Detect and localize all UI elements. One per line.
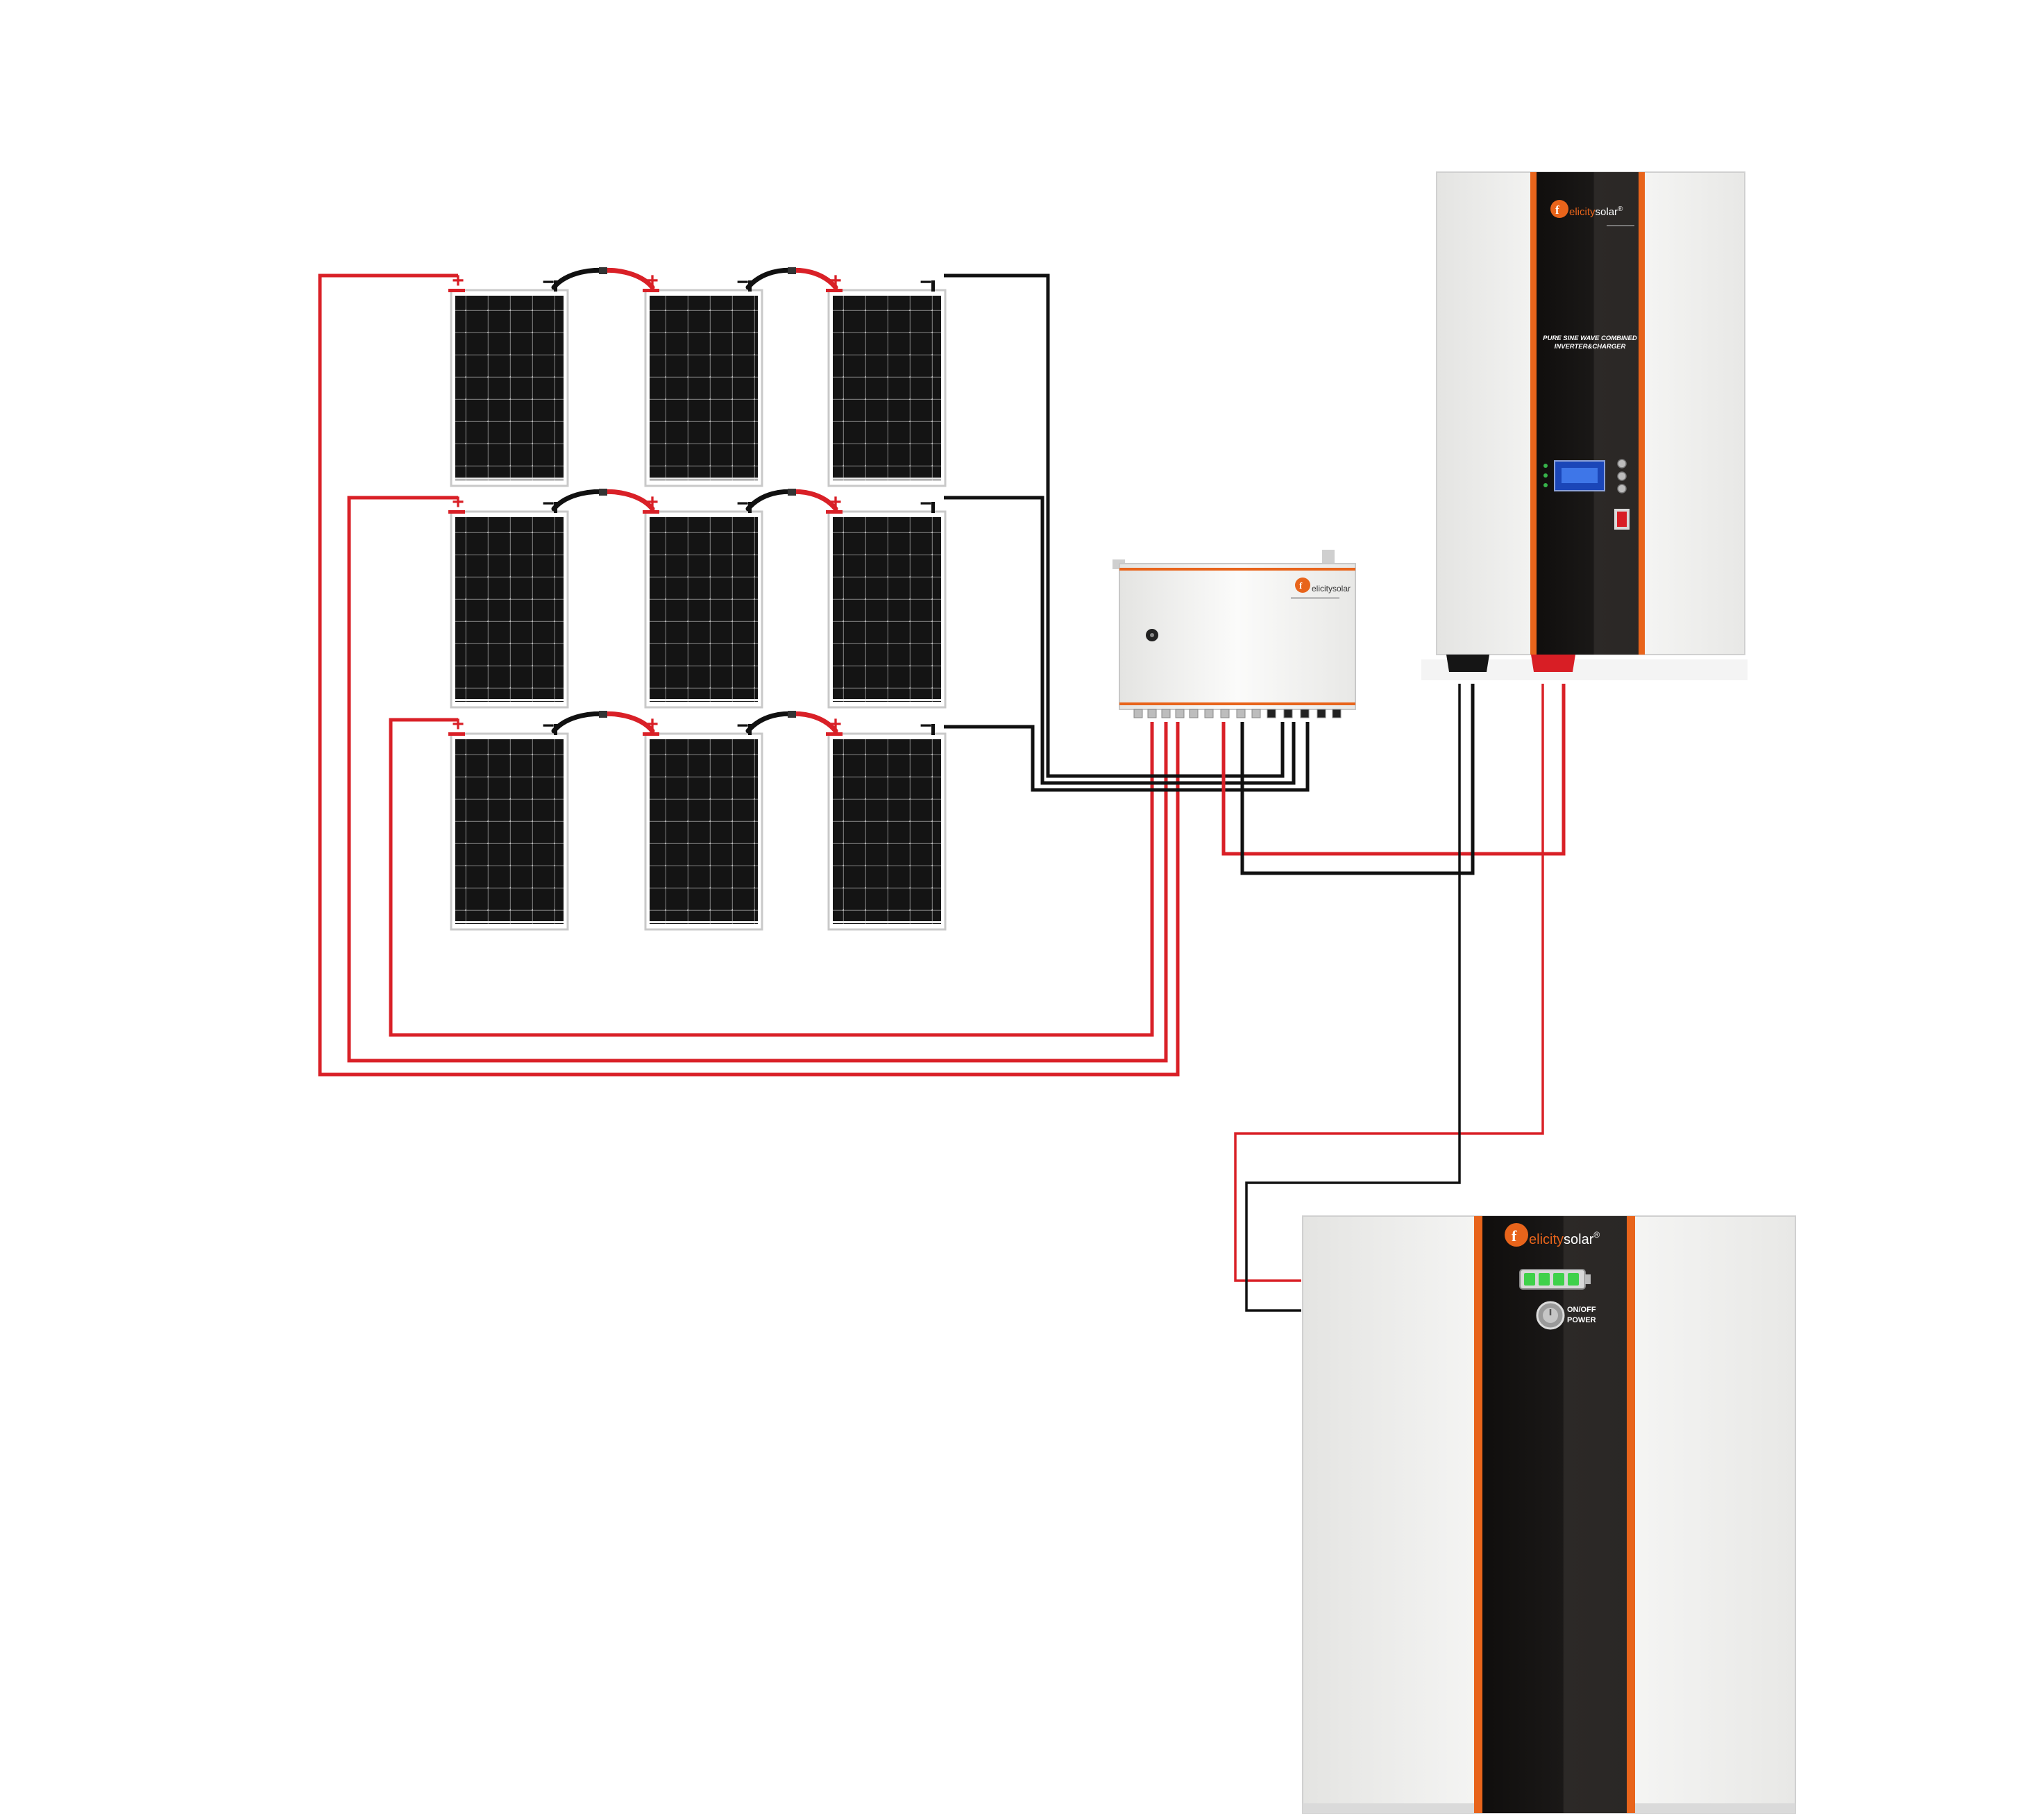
solar-panel-9: +− — [826, 713, 947, 931]
combiner-positive-output — [1221, 684, 1566, 856]
cable-gland-6 — [1204, 709, 1214, 718]
row1-positive-wire — [318, 273, 1180, 1077]
panel-1-jumper-negative — [551, 267, 606, 290]
panel-1-negative-terminal: − — [542, 271, 555, 294]
inverter-product-line-2: INVERTER&CHARGER — [1555, 343, 1626, 351]
cable-gland-7 — [1220, 709, 1230, 718]
cable-gland-8 — [1236, 709, 1246, 718]
panel-6-positive-terminal: + — [829, 491, 842, 514]
pv-combiner-box: f elicitysolar — [1112, 550, 1356, 718]
panel-1-positive-terminal: + — [452, 269, 464, 292]
inverter-power-switch[interactable] — [1617, 512, 1627, 527]
row3-positive-wire — [389, 718, 1154, 1037]
solar-panel-8: +− — [643, 711, 838, 931]
cable-gland-3 — [1161, 709, 1171, 718]
row2-negative-wire — [944, 496, 1296, 785]
battery-negative-wire — [1245, 684, 1461, 1312]
panel-2-positive-terminal: + — [646, 269, 659, 292]
inverter-charger: f elicitysolar® PURE SINE WAVE COMBINED … — [1421, 171, 1748, 680]
battery-positive-wire — [1234, 684, 1544, 1282]
combiner-brand: elicitysolar — [1312, 584, 1351, 593]
cable-gland-11 — [1283, 709, 1293, 718]
panel-7-jumper-positive — [600, 711, 655, 734]
battery-level-bar-1 — [1524, 1273, 1535, 1286]
cable-gland-1 — [1133, 709, 1143, 718]
battery-level-bar-3 — [1553, 1273, 1564, 1286]
inverter-button-1[interactable] — [1617, 459, 1627, 469]
combiner-logo-icon — [1295, 578, 1310, 593]
battery-button-label-2: POWER — [1567, 1316, 1596, 1324]
panel-2-negative-terminal: − — [736, 271, 749, 294]
panel-1-jumper-positive — [600, 267, 655, 290]
svg-text:f: f — [1512, 1227, 1517, 1245]
panel-2-jumper-negative — [745, 267, 795, 290]
solar-panel-1: +− — [448, 267, 655, 487]
cable-gland-13 — [1317, 709, 1326, 718]
inverter-brand: elicitysolar® — [1569, 205, 1623, 218]
row3-negative-wire — [944, 722, 1310, 792]
cable-gland-4 — [1175, 709, 1185, 718]
inverter-logo-icon — [1550, 200, 1568, 218]
solar-array: +−+−+−+−+−+−+−+−+− — [448, 267, 947, 931]
inverter-status-leds — [1543, 464, 1548, 487]
cable-gland-12 — [1300, 709, 1310, 718]
svg-text:f: f — [1299, 580, 1303, 591]
solar-panel-2: +− — [643, 267, 838, 487]
battery-charge-level — [1524, 1273, 1579, 1286]
panel-7-jumper-negative — [551, 711, 606, 734]
panel-8-jumper-negative — [745, 711, 795, 734]
solar-panel-5: +− — [643, 489, 838, 709]
battery-logo-icon — [1505, 1223, 1528, 1247]
battery-level-bar-4 — [1568, 1273, 1579, 1286]
panel-9-positive-terminal: + — [829, 713, 842, 736]
panel-8-positive-terminal: + — [646, 713, 659, 736]
panel-5-negative-terminal: − — [736, 492, 749, 515]
solar-panel-4: +− — [448, 489, 655, 709]
cable-gland-5 — [1189, 709, 1199, 718]
combiner-negative-output — [1240, 684, 1475, 875]
panel-4-jumper-negative — [551, 489, 606, 512]
inverter-button-2[interactable] — [1617, 471, 1627, 481]
panel-3-negative-terminal: − — [920, 271, 932, 294]
panel-5-jumper-negative — [745, 489, 795, 512]
solar-panel-7: +− — [448, 711, 655, 931]
battery-button-label-1: ON/OFF — [1567, 1306, 1596, 1314]
cable-gland-10 — [1267, 709, 1276, 718]
panel-7-positive-terminal: + — [452, 713, 464, 736]
panel-7-negative-terminal: − — [542, 714, 555, 737]
cable-gland-2 — [1147, 709, 1157, 718]
panel-3-positive-terminal: + — [829, 269, 842, 292]
inverter-negative-terminal — [1446, 655, 1489, 672]
panel-4-negative-terminal: − — [542, 492, 555, 515]
panel-4-jumper-positive — [600, 489, 655, 512]
combiner-cable-glands — [1133, 709, 1342, 718]
panel-4-positive-terminal: + — [452, 491, 464, 514]
panel-6-negative-terminal: − — [920, 492, 932, 515]
row2-positive-wire — [347, 496, 1168, 1063]
row1-negative-wire — [944, 273, 1285, 778]
solar-panel-6: +− — [826, 491, 947, 709]
panel-8-negative-terminal: − — [736, 714, 749, 737]
panel-5-positive-terminal: + — [646, 491, 659, 514]
battery-brand: elicitysolar® — [1529, 1230, 1600, 1247]
panel-9-negative-terminal: − — [920, 714, 932, 737]
battery-level-bar-2 — [1539, 1273, 1550, 1286]
wiring — [318, 273, 1566, 1312]
solar-panel-3: +− — [826, 269, 947, 487]
lithium-battery: f elicitysolar® ON/OFF POWER — [1302, 1215, 1796, 1814]
svg-text:f: f — [1555, 203, 1559, 217]
inverter-button-3[interactable] — [1617, 484, 1627, 494]
cable-gland-14 — [1332, 709, 1342, 718]
cable-gland-9 — [1251, 709, 1261, 718]
inverter-positive-terminal — [1531, 655, 1575, 672]
inverter-product-line-1: PURE SINE WAVE COMBINED — [1543, 335, 1637, 342]
